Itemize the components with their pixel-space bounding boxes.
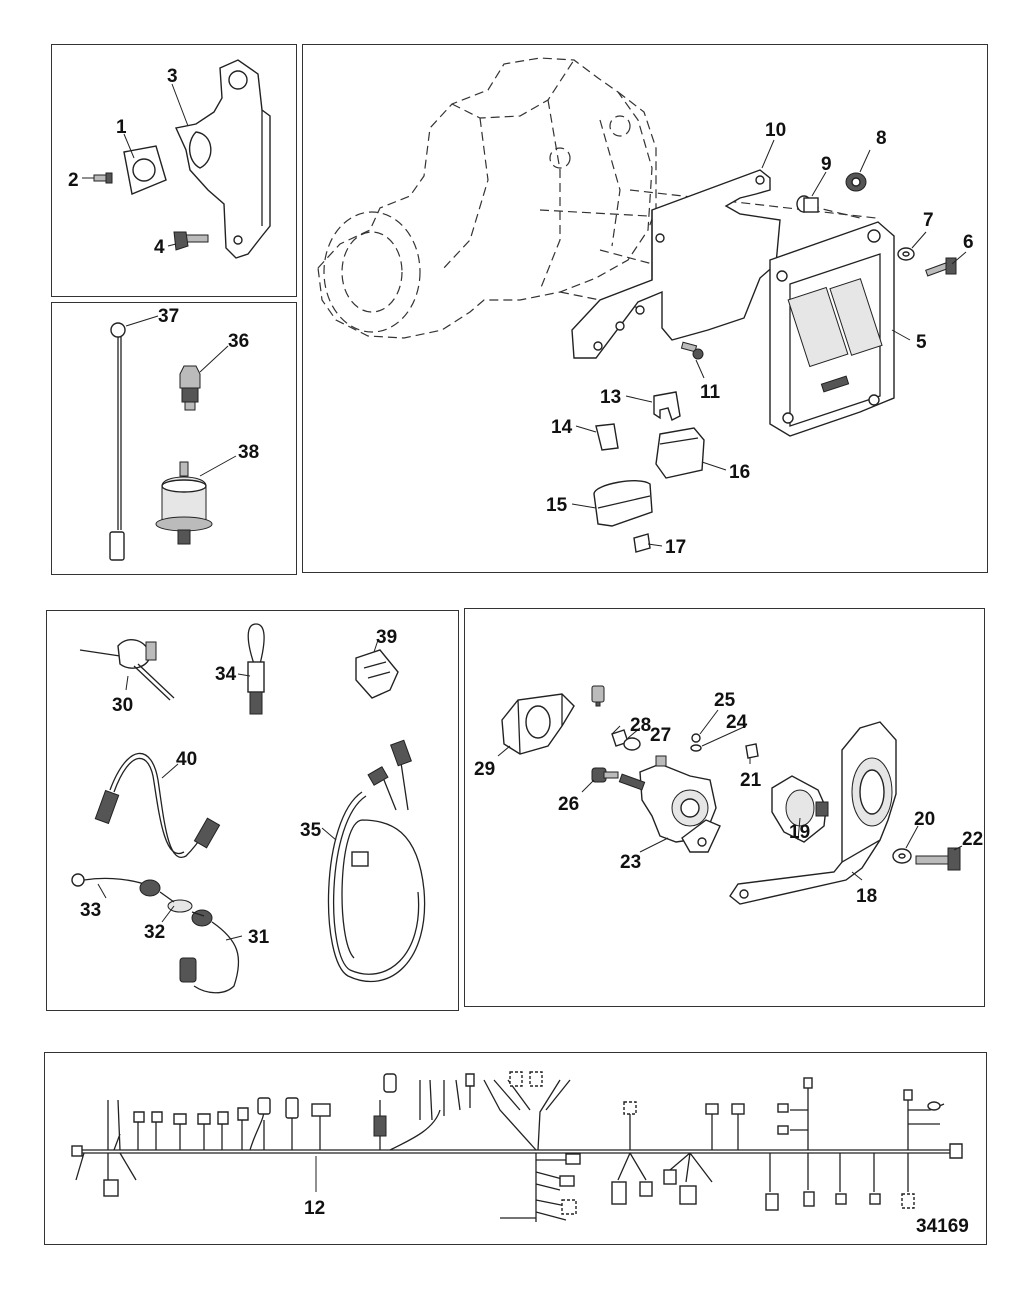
stud-parts-drawing — [591, 685, 759, 783]
mounting-bracket-10-drawing — [571, 169, 781, 359]
bracket-18-drawing — [729, 721, 897, 905]
callout-2: 2 — [68, 170, 79, 191]
callout-7: 7 — [923, 210, 934, 231]
bolt-22-drawing — [915, 847, 961, 871]
callout-21: 21 — [740, 770, 762, 791]
callout-13: 13 — [600, 387, 621, 408]
sleeve-9-drawing — [796, 195, 819, 213]
callout-40: 40 — [176, 749, 197, 770]
callout-5: 5 — [916, 332, 927, 353]
callout-4: 4 — [154, 237, 165, 258]
callout-39: 39 — [376, 627, 397, 648]
grommet-8-drawing — [845, 172, 867, 192]
jumper-34-drawing — [247, 623, 265, 715]
screw-11-drawing — [680, 341, 704, 360]
callout-24: 24 — [726, 712, 748, 733]
callout-15: 15 — [546, 495, 568, 516]
washer-20-drawing — [892, 848, 912, 864]
callout-9: 9 — [821, 154, 832, 175]
connector-39-drawing — [355, 649, 399, 699]
callout-14: 14 — [551, 417, 573, 438]
screw-6-drawing — [925, 257, 957, 277]
solenoid-23-drawing — [618, 755, 721, 853]
bracket-plate-drawing — [174, 59, 271, 259]
callout-28: 28 — [630, 715, 651, 736]
sensor-30-drawing — [79, 638, 175, 701]
cable-40-drawing — [94, 752, 221, 859]
callout-32: 32 — [144, 922, 165, 943]
callout-31: 31 — [248, 927, 270, 948]
callout-35: 35 — [300, 820, 322, 841]
main-harness-drawing — [71, 1071, 963, 1222]
callout-37: 37 — [158, 306, 179, 327]
solenoid-19-drawing — [771, 775, 829, 843]
panel-solenoid-assembly — [464, 608, 985, 1007]
diagram-id: 34169 — [916, 1216, 969, 1237]
callout-25: 25 — [714, 690, 736, 711]
bracket-cap-drawing — [123, 145, 167, 195]
sensor-wire-drawing — [109, 322, 126, 561]
bracket-29-drawing — [501, 693, 575, 755]
fuse-17-drawing — [633, 533, 651, 553]
callout-38: 38 — [238, 442, 259, 463]
callout-20: 20 — [914, 809, 935, 830]
relay-clip-13-drawing — [653, 391, 681, 421]
oil-sensor-drawing — [155, 461, 213, 545]
callout-27: 27 — [650, 725, 671, 746]
callout-10: 10 — [765, 120, 786, 141]
callout-3: 3 — [167, 66, 178, 87]
pressure-switch-drawing — [179, 365, 201, 411]
callout-26: 26 — [558, 794, 579, 815]
callout-19: 19 — [789, 822, 810, 843]
callout-labels: 1 2 3 4 36 37 38 5 6 7 8 9 10 11 13 14 1… — [68, 66, 983, 1237]
screw-2-drawing — [93, 172, 113, 184]
bolt-4-drawing — [173, 231, 209, 251]
callout-16: 16 — [729, 462, 750, 483]
callout-12: 12 — [304, 1198, 325, 1219]
callout-30: 30 — [112, 695, 133, 716]
callout-34: 34 — [215, 664, 237, 685]
callout-17: 17 — [665, 537, 686, 558]
callout-36: 36 — [228, 331, 249, 352]
fuse-cover-15-drawing — [593, 480, 653, 527]
callout-33: 33 — [80, 900, 101, 921]
callout-18: 18 — [856, 886, 877, 907]
callout-6: 6 — [963, 232, 974, 253]
callout-29: 29 — [474, 759, 495, 780]
callout-11: 11 — [700, 382, 721, 403]
callout-1: 1 — [116, 117, 127, 138]
washer-7-drawing — [897, 247, 915, 261]
callout-23: 23 — [620, 852, 641, 873]
clip-14-drawing — [595, 423, 619, 451]
callout-8: 8 — [876, 128, 887, 149]
callout-22: 22 — [962, 829, 983, 850]
relay-16-drawing — [655, 427, 705, 479]
wire-33-31-drawing — [71, 873, 240, 994]
harness-35-drawing — [327, 739, 426, 983]
ecm-module-drawing — [769, 221, 895, 437]
